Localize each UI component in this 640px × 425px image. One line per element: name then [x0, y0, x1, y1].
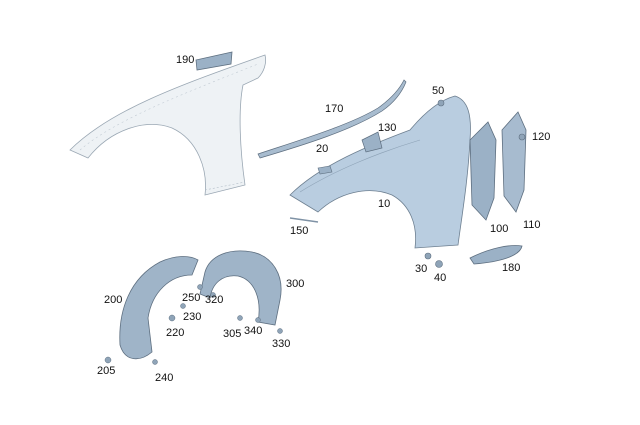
label-100: 100: [490, 223, 509, 235]
part-30-clip: [424, 252, 432, 260]
part-40-nut: [435, 260, 443, 268]
part-110-bracket: [501, 111, 527, 213]
label-40: 40: [434, 272, 447, 284]
label-190: 190: [176, 54, 195, 66]
part-130-bracket: [361, 131, 383, 153]
part-120-bolt: [518, 133, 526, 141]
label-320: 320: [205, 294, 224, 306]
part-100-bracket: [469, 121, 497, 221]
label-120: 120: [532, 131, 551, 143]
label-250: 250: [182, 292, 201, 304]
part-50-screw: [437, 99, 445, 107]
label-220: 220: [166, 327, 185, 339]
part-190-trim: [195, 51, 233, 71]
label-305: 305: [223, 328, 242, 340]
label-20: 20: [316, 143, 329, 155]
label-300: 300: [286, 278, 305, 290]
label-330: 330: [272, 338, 291, 350]
fender-outline-left: [69, 54, 266, 196]
label-180: 180: [502, 262, 521, 274]
label-340: 340: [244, 325, 263, 337]
label-50: 50: [432, 85, 445, 97]
label-205: 205: [97, 365, 116, 377]
label-200: 200: [104, 294, 123, 306]
part-180-vent: [469, 245, 523, 265]
label-240: 240: [155, 372, 174, 384]
part-10-fender: [289, 95, 471, 249]
label-30: 30: [415, 263, 428, 275]
small-fasteners: [104, 284, 283, 365]
label-150: 150: [290, 225, 309, 237]
part-20-clip: [317, 165, 333, 175]
part-150-seal: [289, 217, 319, 223]
label-10: 10: [378, 198, 391, 210]
part-200-liner: [119, 256, 199, 360]
part-170-moulding: [257, 79, 407, 159]
part-300-liner: [199, 250, 282, 326]
label-110: 110: [523, 219, 541, 231]
label-230: 230: [183, 311, 202, 323]
label-130: 130: [378, 122, 397, 134]
label-170: 170: [325, 103, 344, 115]
